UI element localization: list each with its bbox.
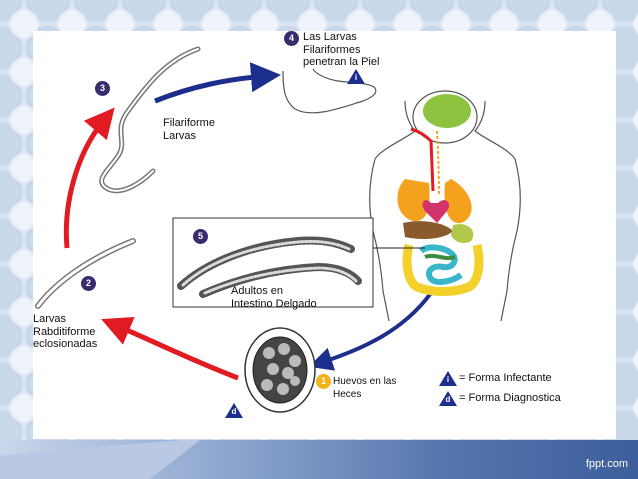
- stomach: [451, 224, 474, 244]
- stage-2-label: Larvas Rabditiforme eclosionadas: [33, 313, 98, 350]
- legend-infective-label: = Forma Infectante: [459, 372, 552, 384]
- stage-1-label: Huevos en las Heces: [333, 376, 397, 400]
- brand-watermark: fppt.com: [585, 458, 628, 470]
- arrow-rhabditiform-to-filariform: [63, 107, 115, 249]
- arrow-egg-to-rhabditiform: [101, 316, 239, 381]
- large-intestine: [402, 243, 484, 296]
- arrow-filariform-to-skin: [154, 62, 281, 104]
- stage-1-badge: 1: [316, 374, 331, 389]
- left-lung: [397, 179, 430, 222]
- stage-4-label: Las Larvas Filariformes penetran la Piel: [303, 31, 380, 68]
- arrow-intestine-to-egg: [308, 291, 433, 371]
- legend-diagnostic-label: = Forma Diagnostica: [459, 392, 561, 404]
- stage-3-label: Filariforme Larvas: [163, 117, 215, 142]
- human-body-outline: [369, 100, 521, 322]
- diagram-graphics: [35, 46, 521, 413]
- stage-3-badge: 3: [95, 81, 110, 96]
- small-intestine: [419, 244, 463, 285]
- legend-diagnostic-icon: d: [439, 391, 457, 406]
- diagnostic-marker-egg: d: [225, 403, 243, 418]
- brain: [423, 94, 471, 128]
- foot-outline: [282, 68, 377, 114]
- lifecycle-diagram: 3 4 2 5 1 Las Larvas Filariformes penetr…: [33, 31, 616, 439]
- stage-5-label: Adultos en Intestino Delgado: [231, 285, 317, 310]
- infective-marker-skin: i: [347, 69, 365, 84]
- rhabditiform-larva: [35, 238, 136, 309]
- liver: [403, 221, 453, 239]
- right-lung: [444, 179, 472, 224]
- legend-infective-icon: i: [439, 371, 457, 386]
- stage-2-badge: 2: [81, 276, 96, 291]
- stage-4-badge: 4: [284, 31, 299, 46]
- heart: [422, 200, 450, 223]
- stage-5-badge: 5: [193, 229, 208, 244]
